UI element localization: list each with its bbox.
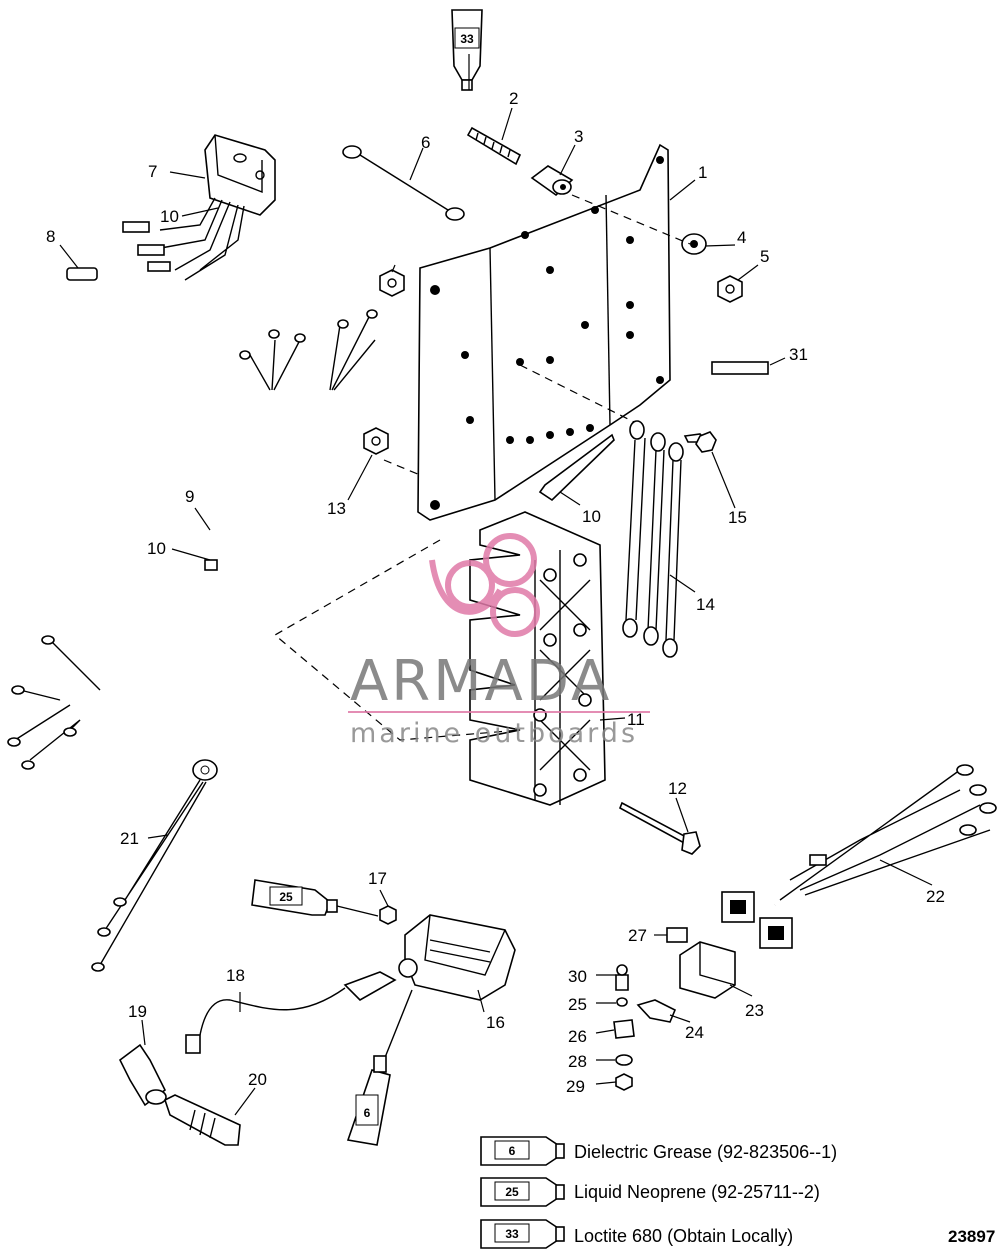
callout-24: 24 bbox=[685, 1023, 704, 1042]
brand-logo-icon bbox=[429, 533, 540, 637]
sealant-tube-top: 33 bbox=[451, 9, 483, 91]
legend-code: 6 bbox=[509, 1144, 516, 1158]
spark-plug-boot bbox=[118, 1043, 167, 1107]
callout-13: 13 bbox=[327, 499, 346, 518]
callout-28: 28 bbox=[568, 1052, 587, 1071]
wire-terminal bbox=[66, 267, 98, 281]
brand-watermark: ARMADA marine outboards bbox=[348, 533, 650, 749]
legend-text: Dielectric Grease (92-823506--1) bbox=[574, 1142, 837, 1162]
callout-1: 1 bbox=[698, 163, 707, 182]
ground-harness bbox=[91, 759, 218, 972]
callout-2: 2 bbox=[509, 89, 518, 108]
tube-label-mid: 25 bbox=[279, 890, 293, 904]
legend-code: 33 bbox=[505, 1227, 519, 1241]
watermark-tagline: marine outboards bbox=[350, 718, 638, 749]
legend-item-loctite: 33 Loctite 680 (Obtain Locally) bbox=[480, 1219, 793, 1249]
callout-16: 16 bbox=[486, 1013, 505, 1032]
callout-22: 22 bbox=[926, 887, 945, 906]
high-tension-lead bbox=[185, 971, 397, 1054]
callout-8: 8 bbox=[46, 227, 55, 246]
legend-item-liquid-neoprene: 25 Liquid Neoprene (92-25711--2) bbox=[480, 1177, 820, 1207]
mounting-bracket bbox=[636, 999, 677, 1023]
callout-25: 25 bbox=[568, 995, 587, 1014]
callout-5: 5 bbox=[760, 247, 769, 266]
callout-18: 18 bbox=[226, 966, 245, 985]
callout-10-screw: 10 bbox=[582, 507, 601, 526]
callout-4: 4 bbox=[737, 228, 746, 247]
callout-6: 6 bbox=[421, 133, 430, 152]
callout-30: 30 bbox=[568, 967, 587, 986]
voltage-regulator bbox=[122, 134, 276, 281]
nut bbox=[379, 905, 397, 925]
legend-text: Liquid Neoprene (92-25711--2) bbox=[574, 1182, 820, 1202]
locknut bbox=[363, 269, 405, 455]
callout-20: 20 bbox=[248, 1070, 267, 1089]
callout-29: 29 bbox=[566, 1077, 585, 1096]
tube-label-top: 33 bbox=[460, 32, 474, 46]
callout-numbers: 1 2 3 4 5 6 7 8 9 10 10 10 11 12 13 14 1… bbox=[46, 89, 945, 1096]
label-tag bbox=[666, 927, 688, 943]
legend-code: 25 bbox=[505, 1185, 519, 1199]
figure-number: 23897 bbox=[948, 1227, 995, 1246]
callout-11: 11 bbox=[627, 710, 645, 729]
callout-26: 26 bbox=[568, 1027, 587, 1046]
sealant-tube-low: 6 bbox=[346, 1055, 391, 1146]
tube-label-low: 6 bbox=[364, 1106, 371, 1120]
mounting-plate bbox=[417, 143, 671, 521]
spark-plug bbox=[164, 1094, 241, 1146]
spacer bbox=[530, 165, 574, 197]
plate-holes bbox=[430, 156, 664, 510]
watermark-brand: ARMADA bbox=[350, 649, 612, 714]
callout-17: 17 bbox=[368, 869, 387, 888]
callout-7: 7 bbox=[148, 162, 157, 181]
switch-harness bbox=[721, 764, 997, 949]
legend-text: Loctite 680 (Obtain Locally) bbox=[574, 1226, 793, 1246]
solenoid-hardware bbox=[613, 964, 635, 1091]
callout-12: 12 bbox=[668, 779, 687, 798]
legend-item-dielectric-grease: 6 Dielectric Grease (92-823506--1) bbox=[480, 1136, 837, 1166]
flat-washer bbox=[681, 233, 707, 255]
ignition-coil bbox=[398, 914, 516, 1001]
leader-lines bbox=[59, 54, 933, 1116]
starter-solenoid bbox=[679, 941, 736, 999]
callout-31: 31 bbox=[789, 345, 808, 364]
small-bar bbox=[711, 361, 769, 375]
hex-nut bbox=[717, 275, 743, 303]
callout-15: 15 bbox=[728, 508, 747, 527]
callout-27: 27 bbox=[628, 926, 647, 945]
legend: 6 Dielectric Grease (92-823506--1) 25 Li… bbox=[480, 1136, 837, 1249]
stud bbox=[466, 126, 522, 166]
ground-strap bbox=[342, 145, 465, 221]
sealant-tube-mid: 25 bbox=[251, 879, 338, 916]
callout-9: 9 bbox=[185, 487, 194, 506]
callout-23: 23 bbox=[745, 1001, 764, 1020]
hex-bolt bbox=[683, 431, 717, 453]
callout-10-regulator: 10 bbox=[160, 207, 179, 226]
callout-19: 19 bbox=[128, 1002, 147, 1021]
callout-14: 14 bbox=[696, 595, 715, 614]
ground-wires bbox=[622, 420, 684, 658]
wiring-harness bbox=[7, 309, 378, 770]
callout-10-harness: 10 bbox=[147, 539, 166, 558]
callout-21: 21 bbox=[120, 829, 139, 848]
mounting-screw bbox=[538, 433, 615, 502]
long-screw bbox=[618, 801, 701, 855]
callout-3: 3 bbox=[574, 127, 583, 146]
